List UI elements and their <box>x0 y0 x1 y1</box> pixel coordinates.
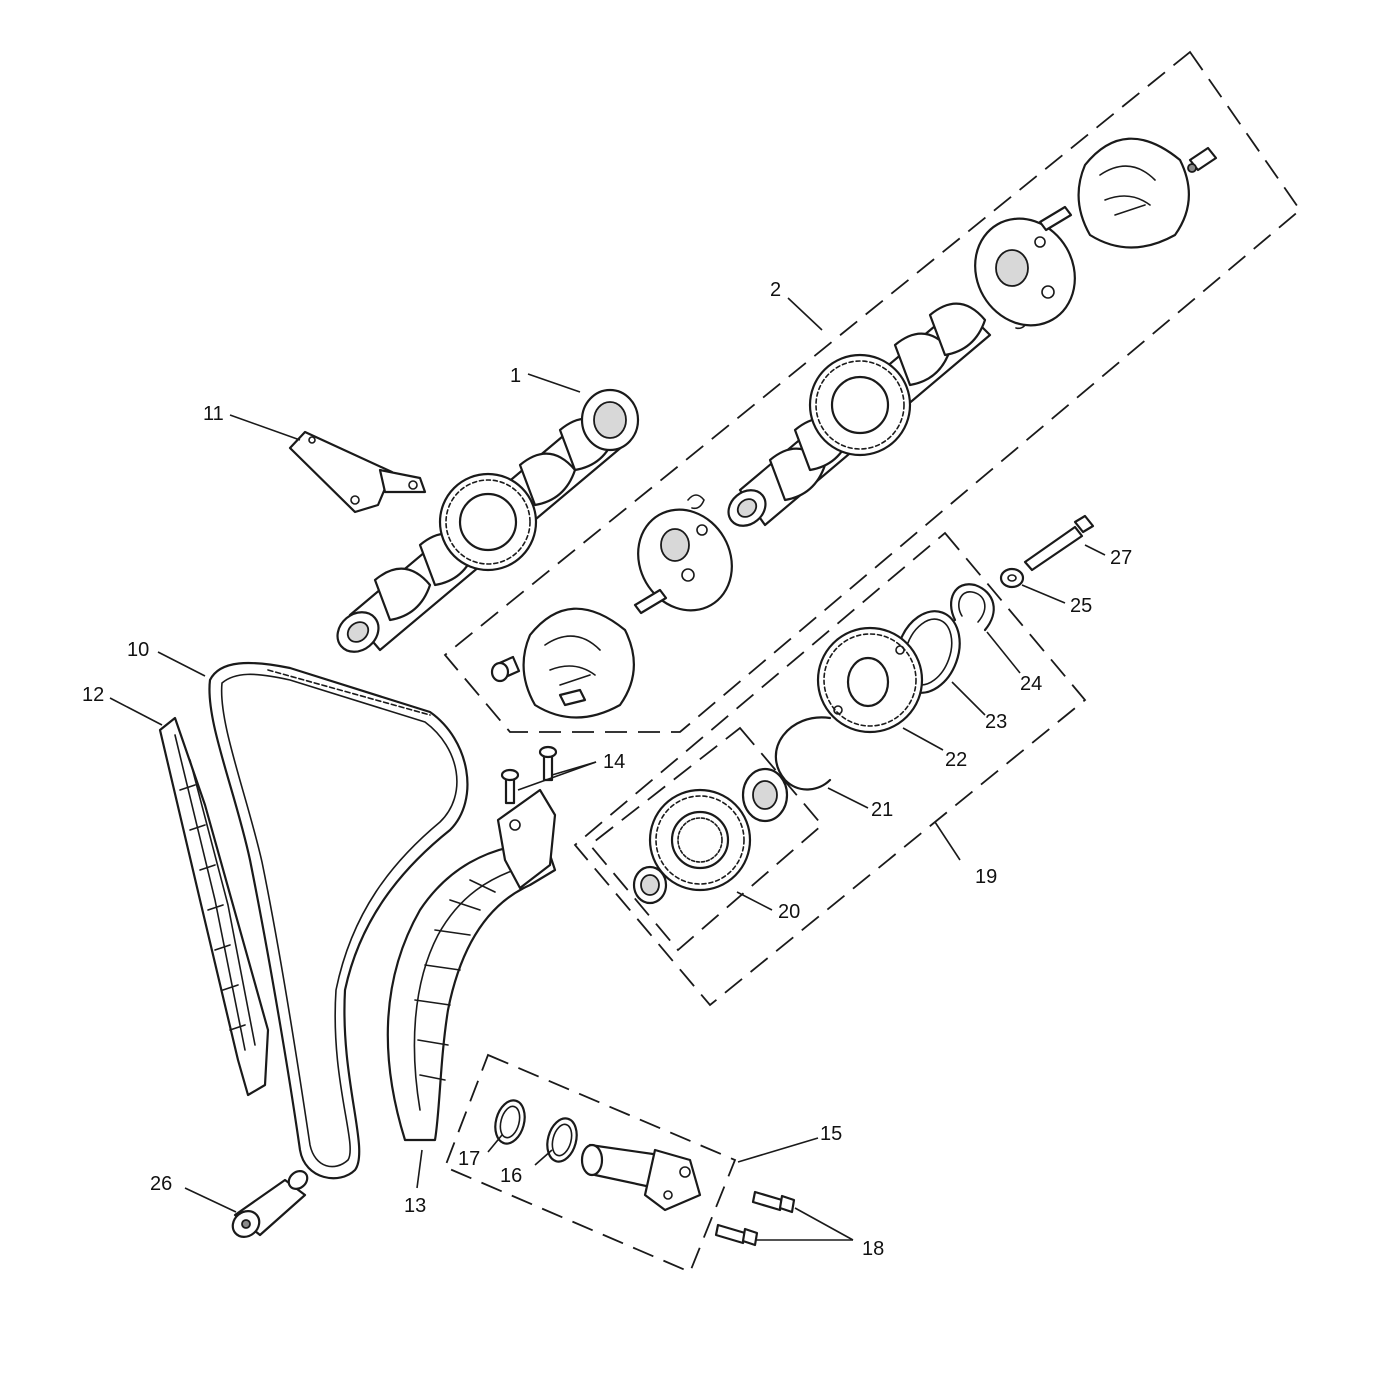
callout-20: 20 <box>778 901 800 923</box>
bracket-11 <box>288 430 427 514</box>
callout-25: 25 <box>1070 595 1092 617</box>
callout-23: 23 <box>985 711 1007 733</box>
callout-16: 16 <box>500 1165 522 1187</box>
callout-13: 13 <box>404 1195 426 1217</box>
sprocket-22 <box>816 626 924 734</box>
circlip-21 <box>774 716 832 791</box>
tensioner-guide-13 <box>386 788 557 1142</box>
timing-chain-10 <box>208 661 469 1180</box>
assembly-boundary-2 <box>443 50 1302 733</box>
bolt-27 <box>1023 514 1095 572</box>
assembly-boundary-15 <box>443 1053 737 1274</box>
camshaft-2 <box>727 137 1218 527</box>
leader-lines <box>109 297 1106 1241</box>
callout-22: 22 <box>945 749 967 771</box>
callout-27: 27 <box>1110 547 1132 569</box>
callout-10: 10 <box>127 639 149 661</box>
idler-gear-20 <box>632 767 789 905</box>
callout-11: 11 <box>203 403 224 425</box>
callout-24: 24 <box>1020 673 1042 695</box>
washer-25 <box>999 567 1025 589</box>
callout-26: 26 <box>150 1173 172 1195</box>
callout-17: 17 <box>458 1148 480 1170</box>
camshaft-1 <box>336 388 640 653</box>
assembly-boundary-19 <box>573 531 1087 1007</box>
callout-18: 18 <box>862 1238 884 1260</box>
callout-12: 12 <box>82 684 104 706</box>
callout-15: 15 <box>820 1123 842 1145</box>
bolts-18 <box>714 1190 796 1247</box>
callout-2: 2 <box>770 279 781 301</box>
assembly-boundary-20 <box>588 726 824 952</box>
callout-14: 14 <box>603 751 625 773</box>
callout-1: 1 <box>510 365 521 387</box>
circlip-24 <box>950 583 995 632</box>
callout-19: 19 <box>975 866 997 888</box>
phaser-set-1 <box>490 494 733 719</box>
chain-guide-12 <box>158 716 270 1097</box>
callout-21: 21 <box>871 799 893 821</box>
tensioner-assembly-15 <box>494 1099 702 1212</box>
pivot-bolt-26 <box>231 1170 309 1238</box>
bolts-14 <box>500 745 558 805</box>
